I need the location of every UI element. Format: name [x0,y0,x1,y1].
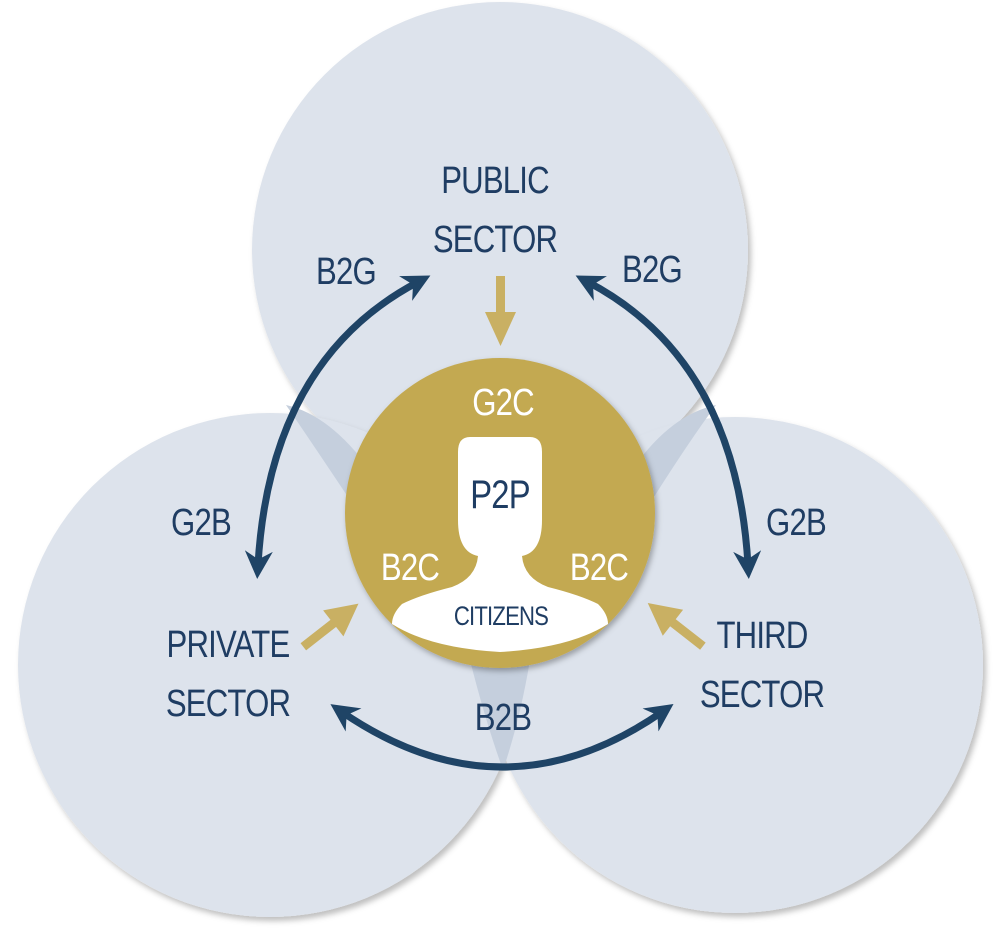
third-sector-label-line1: THIRD [716,615,807,657]
b2c-right-label: B2C [570,547,628,589]
b2g-left-label: B2G [316,251,376,293]
citizens-hub [345,358,655,668]
private-sector-label-line1: PRIVATE [167,624,290,666]
relationship-arrows [244,275,762,771]
citizen-labels: G2C P2P B2C B2C CITIZENS [381,382,629,632]
arrow-third-to-citizens [647,603,706,650]
arrow-private-to-citizens [300,603,359,651]
b2b-label: B2B [475,697,531,739]
gold-arrows [300,276,706,651]
b2c-left-label: B2C [381,547,439,589]
g2b-right-label: G2B [766,502,826,544]
public-sector-label-line2: SECTOR [433,219,557,261]
arrow-b2g-g2b-left [244,275,431,579]
relation-labels: B2G B2G G2B G2B B2B [171,249,827,739]
third-sector-label-line2: SECTOR [700,674,824,716]
citizens-label: CITIZENS [454,602,549,632]
g2b-left-label: G2B [171,502,231,544]
public-sector-label-line1: PUBLIC [441,160,549,202]
sector-labels: PUBLIC SECTOR PRIVATE SECTOR THIRD SECTO… [166,160,825,725]
arrow-b2b [330,704,674,771]
arrow-b2g-g2b-right [575,275,762,579]
arrow-public-to-citizens [485,276,516,346]
p2p-label: P2P [470,472,530,517]
private-sector-label-line2: SECTOR [166,683,290,725]
b2g-right-label: B2G [622,249,682,291]
person-silhouette-icon [392,437,608,652]
g2c-label: G2C [472,382,534,424]
